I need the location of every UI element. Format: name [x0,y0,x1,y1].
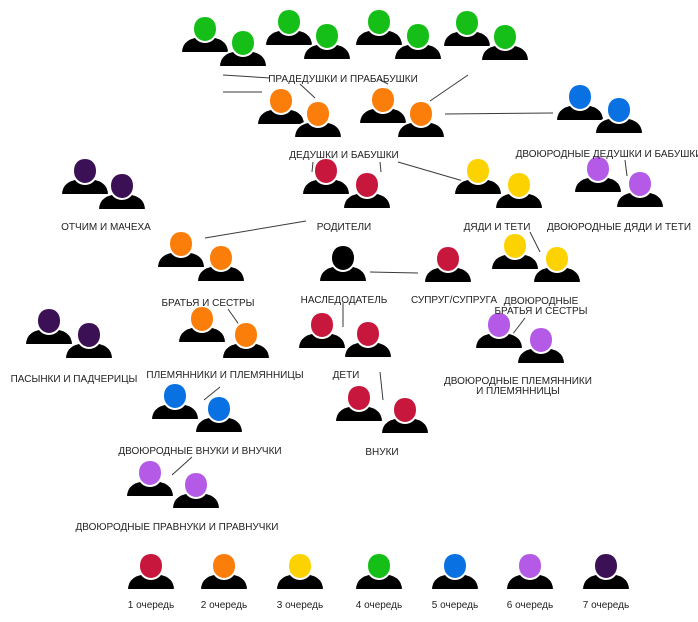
label-heir: НАСЛЕДОДАТЕЛЬ [301,295,388,306]
cousin-grandparents-person-icon-1 [554,82,606,122]
connector-line [397,161,471,184]
connector-line [299,83,316,99]
label-grandchildren: ВНУКИ [365,447,398,458]
label-stepchildren: ПАСЫНКИ И ПАДЧЕРИЦЫ [11,374,138,385]
great-grandparents-person-icon-3 [263,7,315,47]
label-cousin-nephews-line1: ДВОЮРОДНЫЕ ПЛЕМЯННИКИ [444,376,592,387]
great-grandparents-person-icon-1 [179,14,231,54]
connector-line [203,386,221,401]
cousin-grandparents-person-icon-2 [593,95,645,135]
great-grandparents-person-icon-4 [301,21,353,61]
label-stepparents: ОТЧИМ И МАЧЕХА [61,222,151,233]
cousin-nephews-person-icon-2 [515,325,567,365]
label-cousins-line2: БРАТЬЯ И СЕСТРЫ [494,306,587,317]
legend: 1 очередь 2 очередь 3 очередь 4 очередь … [125,551,632,611]
cousin-uncles-aunts-person-icon-1 [572,154,624,194]
cousin-great-grandchildren-person-icon-1 [124,458,176,498]
legend-icons [125,551,632,591]
grandparents-person-icon-3 [357,85,409,125]
uncles-aunts-person-icon-1 [452,156,504,196]
legend-label-2: 2 очередь [201,600,247,611]
legend-person-icon-4 [353,551,405,591]
cousins-person-icon-1 [489,231,541,271]
great-grandparents-person-icon-5 [353,7,405,47]
label-great-grandparents: ПРАДЕДУШКИ И ПРАБАБУШКИ [268,74,418,85]
heir-person-icon-1 [317,243,369,283]
connector-line [222,74,271,79]
label-spouse: СУПРУГ/СУПРУГА [411,295,497,306]
label-cousin-grandparents: ДВОЮРОДНЫЕ ДЕДУШКИ И БАБУШКИ [516,149,698,160]
label-cousin-nephews-line2: И ПЛЕМЯННИЦЫ [476,386,560,397]
connector-line [511,317,526,336]
connector-line [429,74,469,102]
legend-person-icon-3 [274,551,326,591]
stepparents-person-icon-1 [59,156,111,196]
great-grandparents-person-icon-8 [479,22,531,62]
stepchildren-person-icon-2 [63,320,115,360]
label-children: ДЕТИ [333,370,360,381]
connector-line [227,308,241,327]
label-grandparents: ДЕДУШКИ И БАБУШКИ [289,150,398,161]
label-cousin-uncles-aunts: ДВОЮРОДНЫЕ ДЯДИ И ТЕТИ [547,222,691,233]
connector-line [379,161,382,173]
cousin-nephews-person-icon-1 [473,310,525,350]
cousin-grandchildren-person-icon-1 [149,381,201,421]
connector-line [444,112,554,115]
stepchildren-person-icon-1 [23,306,75,346]
legend-label-7: 7 очередь [583,600,629,611]
legend-label-6: 6 очередь [507,600,553,611]
label-cousin-grandchildren: ДВОЮРОДНЫЕ ВНУКИ И ВНУЧКИ [118,446,281,457]
parents-person-icon-2 [341,170,393,210]
great-grandparents-person-icon-6 [392,21,444,61]
legend-person-icon-2 [198,551,250,591]
great-grandparents-person-icon-2 [217,28,269,68]
siblings-person-icon-2 [195,243,247,283]
legend-label-1: 1 очередь [128,600,174,611]
parents-person-icon-1 [300,156,352,196]
person-icons [23,7,666,510]
grandchildren-person-icon-1 [333,383,385,423]
stepparents-person-icon-2 [96,171,148,211]
legend-label-3: 3 очередь [277,600,323,611]
nephews-nieces-person-icon-1 [176,304,228,344]
children-person-icon-1 [296,310,348,350]
label-uncles-aunts: ДЯДИ И ТЕТИ [464,222,531,233]
legend-person-icon-6 [504,551,556,591]
spouse-person-icon-1 [422,244,474,284]
legend-label-4: 4 очередь [356,600,402,611]
siblings-person-icon-1 [155,229,207,269]
label-nephews-nieces: ПЛЕМЯННИКИ И ПЛЕМЯННИЦЫ [146,370,303,381]
connector-line [379,79,389,85]
connector-line [171,456,193,476]
group-labels: ПРАДЕДУШКИ И ПРАБАБУШКИ ДЕДУШКИ И БАБУШК… [11,74,698,533]
children-person-icon-2 [342,319,394,359]
connector-line [369,271,419,274]
cousins-person-icon-2 [531,244,583,284]
legend-label-5: 5 очередь [432,600,478,611]
grandparents-person-icon-4 [395,99,447,139]
label-cousin-great-grandchildren: ДВОЮРОДНЫЕ ПРАВНУКИ И ПРАВНУЧКИ [76,522,279,533]
connector-line [624,159,628,177]
legend-person-icon-5 [429,551,481,591]
legend-person-icon-1 [125,551,177,591]
grandparents-person-icon-2 [292,99,344,139]
grandchildren-person-icon-2 [379,395,431,435]
grandparents-person-icon-1 [255,86,307,126]
cousin-grandchildren-person-icon-2 [193,394,245,434]
connector-lines [171,74,628,476]
uncles-aunts-person-icon-2 [493,170,545,210]
label-parents: РОДИТЕЛИ [317,222,372,233]
cousin-great-grandchildren-person-icon-2 [170,470,222,510]
nephews-nieces-person-icon-2 [220,320,272,360]
connector-line [379,371,384,401]
label-cousins-line1: ДВОЮРОДНЫЕ [504,296,579,307]
great-grandparents-person-icon-7 [441,8,493,48]
label-siblings: БРАТЬЯ И СЕСТРЫ [161,298,254,309]
connector-line [204,220,307,239]
legend-person-icon-7 [580,551,632,591]
connector-line [311,161,314,173]
connector-line [529,231,541,253]
cousin-uncles-aunts-person-icon-2 [614,169,666,209]
